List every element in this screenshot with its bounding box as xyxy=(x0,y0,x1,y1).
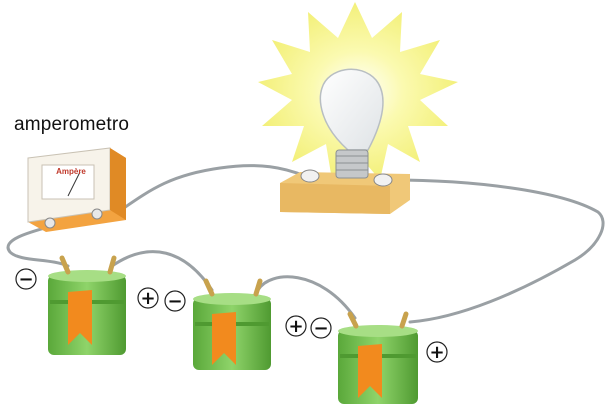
lamp-holder xyxy=(280,169,410,214)
wire-ammeter-to-lamp xyxy=(116,164,307,214)
ammeter xyxy=(27,147,126,232)
battery2-positive-terminal xyxy=(285,315,307,337)
ammeter-label: amperometro xyxy=(14,114,130,135)
b2-pos-sign: + xyxy=(288,316,303,337)
wires xyxy=(6,164,605,324)
light-bulb xyxy=(319,68,384,179)
ammeter-face-label: Ampère xyxy=(56,167,86,176)
b1-neg-sign: − xyxy=(18,269,33,290)
b1-pos-sign: + xyxy=(140,288,155,309)
battery3-positive-terminal xyxy=(426,341,448,363)
ammeter-terminal-left xyxy=(44,217,56,229)
b2-neg-sign: − xyxy=(167,291,182,312)
wire-lamp-to-battery3 xyxy=(390,178,605,324)
battery1-positive-terminal xyxy=(137,287,159,309)
wire-battery2-battery3 xyxy=(256,275,357,320)
battery-3 xyxy=(338,311,418,404)
battery-2 xyxy=(193,278,271,370)
battery3-negative-terminal xyxy=(310,317,332,339)
ammeter-terminal-right xyxy=(91,208,103,220)
wire-ammeter-to-battery1 xyxy=(6,224,70,268)
b3-pos-sign: + xyxy=(429,342,444,363)
battery2-negative-terminal xyxy=(164,290,186,312)
b3-neg-sign: − xyxy=(313,318,328,339)
battery-1 xyxy=(48,255,126,355)
battery1-negative-terminal xyxy=(15,268,37,290)
wire-battery1-battery2 xyxy=(110,250,214,292)
